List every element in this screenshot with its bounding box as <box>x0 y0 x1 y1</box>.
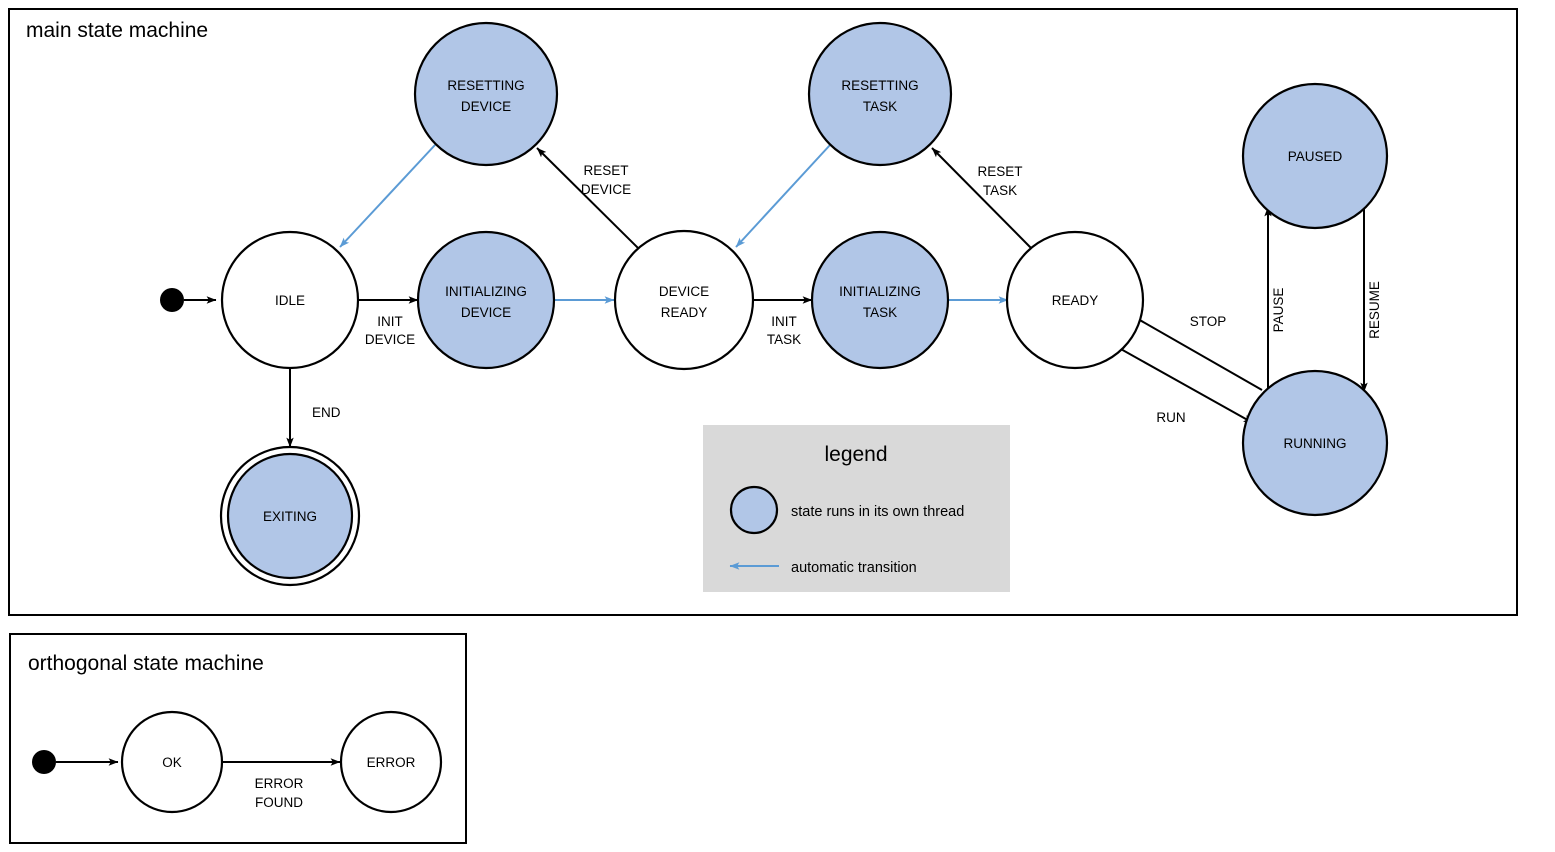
legend: legend state runs in its own thread auto… <box>703 425 1010 592</box>
state-paused-label: PAUSED <box>1288 149 1343 164</box>
transition-pause: PAUSE <box>1264 206 1286 398</box>
state-idle[interactable]: IDLE <box>220 230 360 370</box>
state-paused-shape[interactable] <box>1241 82 1389 230</box>
state-error[interactable]: ERROR <box>339 710 443 814</box>
transition-reset-device: RESET DEVICE <box>536 147 639 249</box>
transition-run-label: RUN <box>1156 410 1185 425</box>
transition-resetting-device-to-idle <box>339 144 436 248</box>
state-device-ready-label-line1: DEVICE <box>659 284 709 299</box>
state-running-shape[interactable] <box>1241 369 1389 517</box>
state-initializing-device-label-line2: DEVICE <box>461 305 511 320</box>
state-idle-label: IDLE <box>275 293 305 308</box>
legend-item-automatic-transition-label: automatic transition <box>791 560 917 576</box>
orthogonal-transition-error-found-label-line1: ERROR <box>255 776 304 791</box>
state-device-ready-shape[interactable] <box>613 229 755 371</box>
main-states-layer: IDLE RESETTING DEVICE INITIALIZING DEVIC… <box>160 21 1389 587</box>
state-resetting-task-label-line2: TASK <box>863 99 897 114</box>
transition-reset-device-label-line2: DEVICE <box>581 182 631 197</box>
legend-item-threaded-state-label: state runs in its own thread <box>791 504 964 520</box>
state-paused[interactable]: PAUSED <box>1241 82 1389 230</box>
state-initializing-device-label-line1: INITIALIZING <box>445 284 527 299</box>
initial-pseudostate <box>160 288 184 312</box>
main-frame-title: main state machine <box>26 19 208 42</box>
state-resetting-task-shape[interactable] <box>807 21 953 167</box>
state-resetting-task-label-line1: RESETTING <box>841 78 918 93</box>
transition-resume: RESUME <box>1360 205 1382 393</box>
legend-threaded-state-swatch <box>729 485 779 535</box>
state-ok-shape[interactable] <box>120 710 224 814</box>
state-resetting-device-label-line2: DEVICE <box>461 99 511 114</box>
state-ready-label: READY <box>1052 293 1099 308</box>
transition-end: END <box>286 368 341 448</box>
state-resetting-device-label-line1: RESETTING <box>447 78 524 93</box>
transition-pause-label: PAUSE <box>1271 288 1286 333</box>
orthogonal-transition-error-found: ERROR FOUND <box>220 758 341 810</box>
transition-init-task-label-line2: TASK <box>767 332 801 347</box>
transition-reset-task: RESET TASK <box>931 147 1032 249</box>
state-device-ready[interactable]: DEVICE READY <box>613 229 755 371</box>
transition-reset-device-label-line1: RESET <box>583 163 628 178</box>
state-initializing-task-label-line1: INITIALIZING <box>839 284 921 299</box>
transition-resume-label: RESUME <box>1367 281 1382 339</box>
transition-reset-task-label-line1: RESET <box>977 164 1022 179</box>
state-ok-label: OK <box>162 755 182 770</box>
transition-init-device: INIT DEVICE <box>358 296 419 347</box>
state-device-ready-label-line2: READY <box>661 305 708 320</box>
state-initializing-task-label-line2: TASK <box>863 305 897 320</box>
state-running-label: RUNNING <box>1284 436 1347 451</box>
transition-init-task: INIT TASK <box>753 296 813 347</box>
transition-init-device-label-line2: DEVICE <box>365 332 415 347</box>
state-ready[interactable]: READY <box>1005 230 1145 370</box>
transition-reset-task-label-line2: TASK <box>983 183 1017 198</box>
transition-stop-label: STOP <box>1190 314 1227 329</box>
state-ready-shape[interactable] <box>1005 230 1145 370</box>
state-error-shape[interactable] <box>339 710 443 814</box>
transition-end-label: END <box>312 405 341 420</box>
transition-init-task-label-line1: INIT <box>771 314 797 329</box>
transition-init-device-label-line1: INIT <box>377 314 403 329</box>
orthogonal-states-layer: OK ERROR <box>32 710 443 814</box>
state-idle-shape[interactable] <box>220 230 360 370</box>
legend-title: legend <box>824 443 887 466</box>
transition-run: RUN <box>1118 347 1254 425</box>
legend-item-automatic-transition: automatic transition <box>729 560 917 576</box>
state-initializing-task-shape[interactable] <box>810 230 950 370</box>
state-resetting-task[interactable]: RESETTING TASK <box>807 21 953 167</box>
state-initializing-device[interactable]: INITIALIZING DEVICE <box>416 230 556 370</box>
orthogonal-transition-error-found-label-line2: FOUND <box>255 795 303 810</box>
state-exiting-label: EXITING <box>263 509 317 524</box>
legend-item-threaded-state: state runs in its own thread <box>729 485 964 535</box>
orthogonal-initial-pseudostate <box>32 750 56 774</box>
state-exiting-shape[interactable] <box>226 452 354 580</box>
state-error-label: ERROR <box>367 755 416 770</box>
state-running[interactable]: RUNNING <box>1241 369 1389 517</box>
state-initializing-device-shape[interactable] <box>416 230 556 370</box>
transition-stop: STOP <box>1130 314 1263 391</box>
orthogonal-frame-title: orthogonal state machine <box>28 652 264 675</box>
state-exiting[interactable]: EXITING <box>219 445 361 587</box>
main-transitions-layer: INIT DEVICE RESET DEVICE INIT TASK <box>184 144 1382 448</box>
transition-resetting-task-to-device-ready <box>735 144 831 248</box>
orthogonal-transitions-layer: ERROR FOUND <box>56 758 341 810</box>
state-initializing-task[interactable]: INITIALIZING TASK <box>810 230 950 370</box>
state-resetting-device[interactable]: RESETTING DEVICE <box>413 21 559 167</box>
state-resetting-device-shape[interactable] <box>413 21 559 167</box>
state-ok[interactable]: OK <box>120 710 224 814</box>
